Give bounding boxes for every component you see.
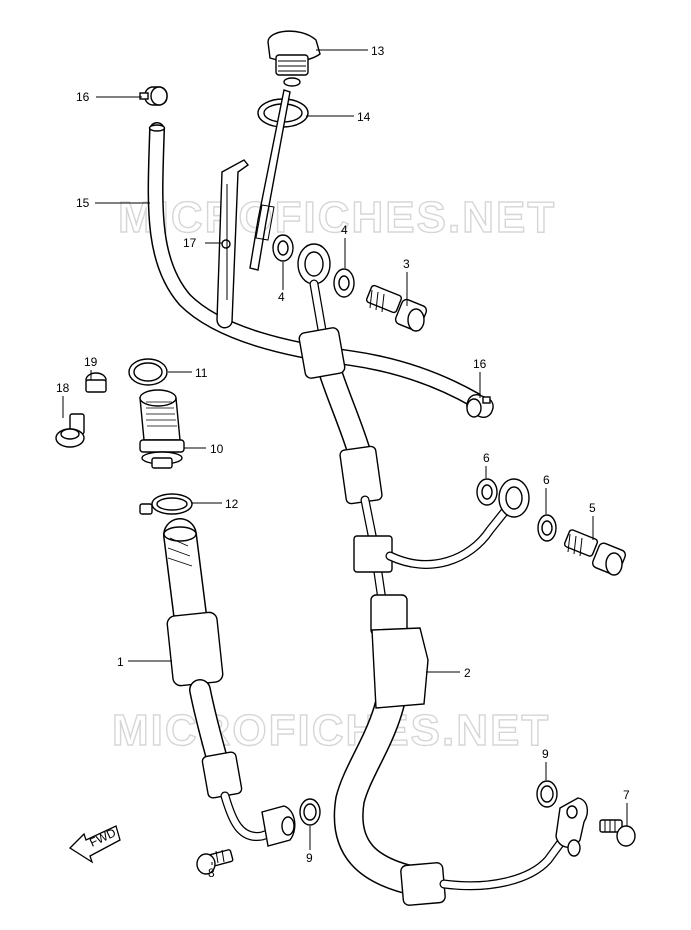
part-19-plug — [85, 372, 107, 393]
callout-10: 10 — [210, 442, 224, 456]
callout-7: 7 — [623, 788, 630, 802]
part-12-hose-clamp — [139, 493, 193, 515]
part-6-washer-upper — [476, 478, 498, 506]
part-3-banjo-bolt — [365, 284, 428, 332]
part-9-o-ring-left — [299, 798, 321, 826]
callout-6-lower: 6 — [543, 473, 550, 487]
callout-9-left: 9 — [306, 851, 313, 865]
watermark-top: MICROFICHES.NET — [118, 193, 556, 242]
part-16-clamp-right — [466, 393, 494, 419]
watermark-bottom: MICROFICHES.NET — [112, 706, 550, 755]
part-15-breather-hose — [147, 122, 483, 408]
callout-12: 12 — [225, 497, 239, 511]
callout-4-left: 4 — [278, 290, 285, 304]
callout-11: 11 — [195, 366, 208, 380]
callout-4-right: 4 — [341, 223, 348, 237]
part-13-filler-cap — [267, 30, 321, 87]
part-5-banjo-bolt — [563, 529, 627, 576]
callout-2: 2 — [464, 666, 471, 680]
callout-15: 15 — [76, 196, 90, 210]
part-7-bolt — [599, 819, 636, 847]
callout-3: 3 — [403, 257, 410, 271]
fwd-arrow: FWD — [68, 825, 121, 864]
part-6-washer-lower — [537, 514, 557, 542]
leader-lines — [62, 49, 628, 865]
part-17-guide-bracket — [216, 159, 250, 329]
part-2-oil-hose — [297, 243, 589, 906]
callout-16-top: 16 — [76, 90, 90, 104]
callout-18: 18 — [56, 381, 70, 395]
part-4-washer-left — [272, 234, 294, 262]
part-4-washer-right — [333, 268, 355, 298]
callout-14: 14 — [357, 110, 371, 124]
callout-6-upper: 6 — [483, 451, 490, 465]
callout-labels: 13 14 16 15 17 4 4 3 16 11 19 18 10 12 6… — [56, 44, 630, 880]
part-16-clamp-top — [139, 86, 168, 106]
part-11-o-ring — [128, 358, 168, 386]
callout-1: 1 — [117, 655, 124, 669]
part-18-bolt — [55, 413, 85, 448]
part-10-oil-strainer — [139, 389, 185, 469]
callout-5: 5 — [589, 501, 596, 515]
part-1-oil-hose — [163, 518, 296, 847]
dipstick — [249, 89, 291, 271]
callout-17: 17 — [183, 236, 197, 250]
callout-8: 8 — [208, 866, 215, 880]
part-9-o-ring-right — [536, 780, 558, 808]
callout-16-right: 16 — [473, 357, 487, 371]
callout-13: 13 — [371, 44, 385, 58]
callout-9-right: 9 — [542, 747, 549, 761]
callout-19: 19 — [84, 355, 98, 369]
part-8-bolt — [196, 849, 234, 875]
